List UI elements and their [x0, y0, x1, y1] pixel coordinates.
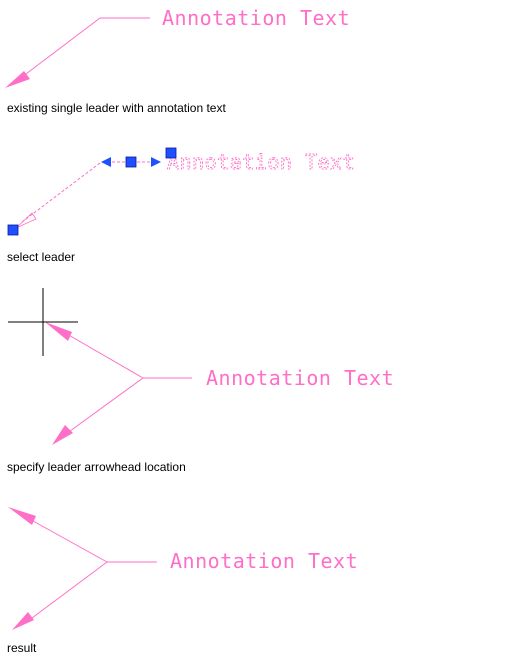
step-4-lower-arrowhead	[12, 612, 34, 630]
step-1-arrowhead	[5, 71, 30, 88]
step-1-caption: existing single leader with annotation t…	[7, 101, 226, 115]
landing-right-grip-arrow-icon[interactable]	[151, 157, 161, 167]
step-4-upper-arrowhead	[8, 507, 36, 525]
step-2-leader-line	[21, 162, 101, 223]
text-location-grip-icon[interactable]	[165, 147, 177, 159]
step-2-select-leader: Annotation Text select leader	[7, 147, 355, 264]
step-4-result: Annotation Text result	[7, 507, 358, 655]
step-2-caption: select leader	[7, 250, 75, 264]
step-2-arrowhead	[15, 212, 37, 229]
step-3-existing-arrowhead	[52, 425, 73, 445]
step-3-caption: specify leader arrowhead location	[7, 460, 186, 474]
step-4-lower-leader-line	[27, 561, 108, 622]
step-1-existing-leader: Annotation Text existing single leader w…	[5, 6, 350, 115]
landing-midpoint-grip-icon[interactable]	[125, 156, 137, 168]
step-2-annotation-text: Annotation Text	[167, 150, 355, 174]
landing-left-grip-arrow-icon[interactable]	[101, 157, 111, 167]
step-3-existing-leader-line	[65, 377, 144, 435]
step-3-new-leader-line	[59, 329, 144, 379]
step-1-leader-line	[17, 17, 101, 81]
leader-end-grip-icon[interactable]	[7, 224, 19, 236]
step-3-new-arrowhead	[45, 322, 72, 341]
step-4-upper-leader-line	[23, 515, 108, 563]
step-3-annotation-text: Annotation Text	[206, 366, 394, 390]
step-4-caption: result	[7, 641, 37, 655]
step-1-annotation-text: Annotation Text	[162, 6, 350, 30]
step-3-specify-arrowhead: Annotation Text specify leader arrowhead…	[7, 288, 394, 474]
step-4-annotation-text: Annotation Text	[170, 549, 358, 573]
